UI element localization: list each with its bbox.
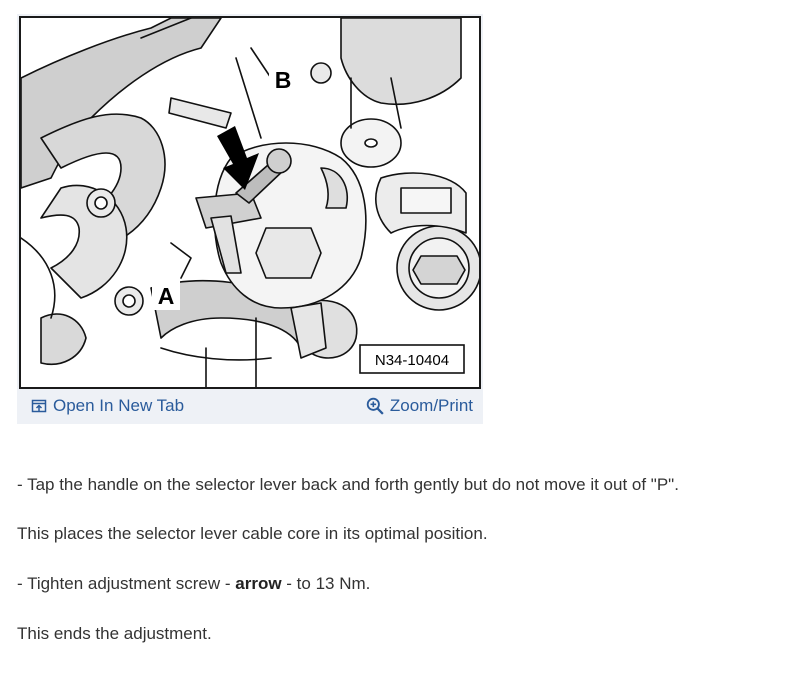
instruction-note-2: This ends the adjustment. <box>17 624 212 643</box>
callout-b-label: B <box>275 67 292 93</box>
callout-a-label: A <box>158 283 175 309</box>
step-2-prefix: - Tighten adjustment screw - <box>17 574 236 593</box>
zoom-print-link[interactable]: Zoom/Print <box>366 396 473 416</box>
step-2-bold-arrow: arrow <box>235 574 282 593</box>
step-2-suffix: - to 13 Nm. <box>281 574 371 593</box>
instruction-step-1: - Tap the handle on the selector lever b… <box>17 475 679 494</box>
open-in-new-tab-label: Open In New Tab <box>53 396 185 415</box>
engine-diagram: B A N34-10404 <box>21 18 479 387</box>
instruction-note-1: This places the selector lever cable cor… <box>17 524 488 543</box>
figure-toolbar: Open In New Tab Zoom/Print <box>17 390 483 422</box>
zoom-print-label: Zoom/Print <box>389 396 473 415</box>
instruction-step-2: - Tighten adjustment screw - arrow - to … <box>17 573 370 595</box>
open-external-icon <box>31 399 47 413</box>
technical-illustration: B A N34-10404 <box>19 16 481 389</box>
figure-container: B A N34-10404 Open In New Tab Zoom/Print <box>17 14 483 424</box>
open-in-new-tab-link[interactable]: Open In New Tab <box>31 396 184 416</box>
magnifier-plus-icon <box>366 397 384 415</box>
part-number-label: N34-10404 <box>375 352 449 369</box>
